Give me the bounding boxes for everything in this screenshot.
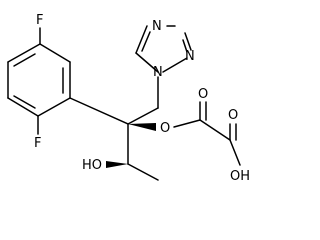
ho-wedge-bond <box>106 161 128 168</box>
hydroxyl-label: HO <box>82 158 102 173</box>
chemical-structure: F F N N N O O O OH HO <box>7 13 250 184</box>
acid-hydroxyl-label: OH <box>230 169 250 184</box>
carbonyl-to-acid-bond <box>199 119 231 141</box>
stereo-wedge-bond <box>128 123 156 131</box>
triazole-n1-label: N <box>153 65 163 80</box>
triazole-n2-label: N <box>152 19 162 34</box>
keto-oxygen-label: O <box>198 87 208 102</box>
quaternary-to-ch2-bond <box>127 107 159 125</box>
o-to-carbonyl-bond <box>173 119 201 128</box>
choh-to-methyl-bond <box>127 163 159 181</box>
fluorine-top-label: F <box>36 13 43 28</box>
triazole-n3-label: N <box>185 49 195 64</box>
fluorine-left-label: F <box>34 136 41 151</box>
acid-oxygen-label: O <box>228 108 238 123</box>
triazole-ring <box>135 25 192 73</box>
ester-oxygen-label: O <box>160 121 170 136</box>
ring-to-quaternary-bond <box>69 97 129 125</box>
acid-oh-bond <box>229 139 241 166</box>
benzene-ring <box>7 43 71 117</box>
